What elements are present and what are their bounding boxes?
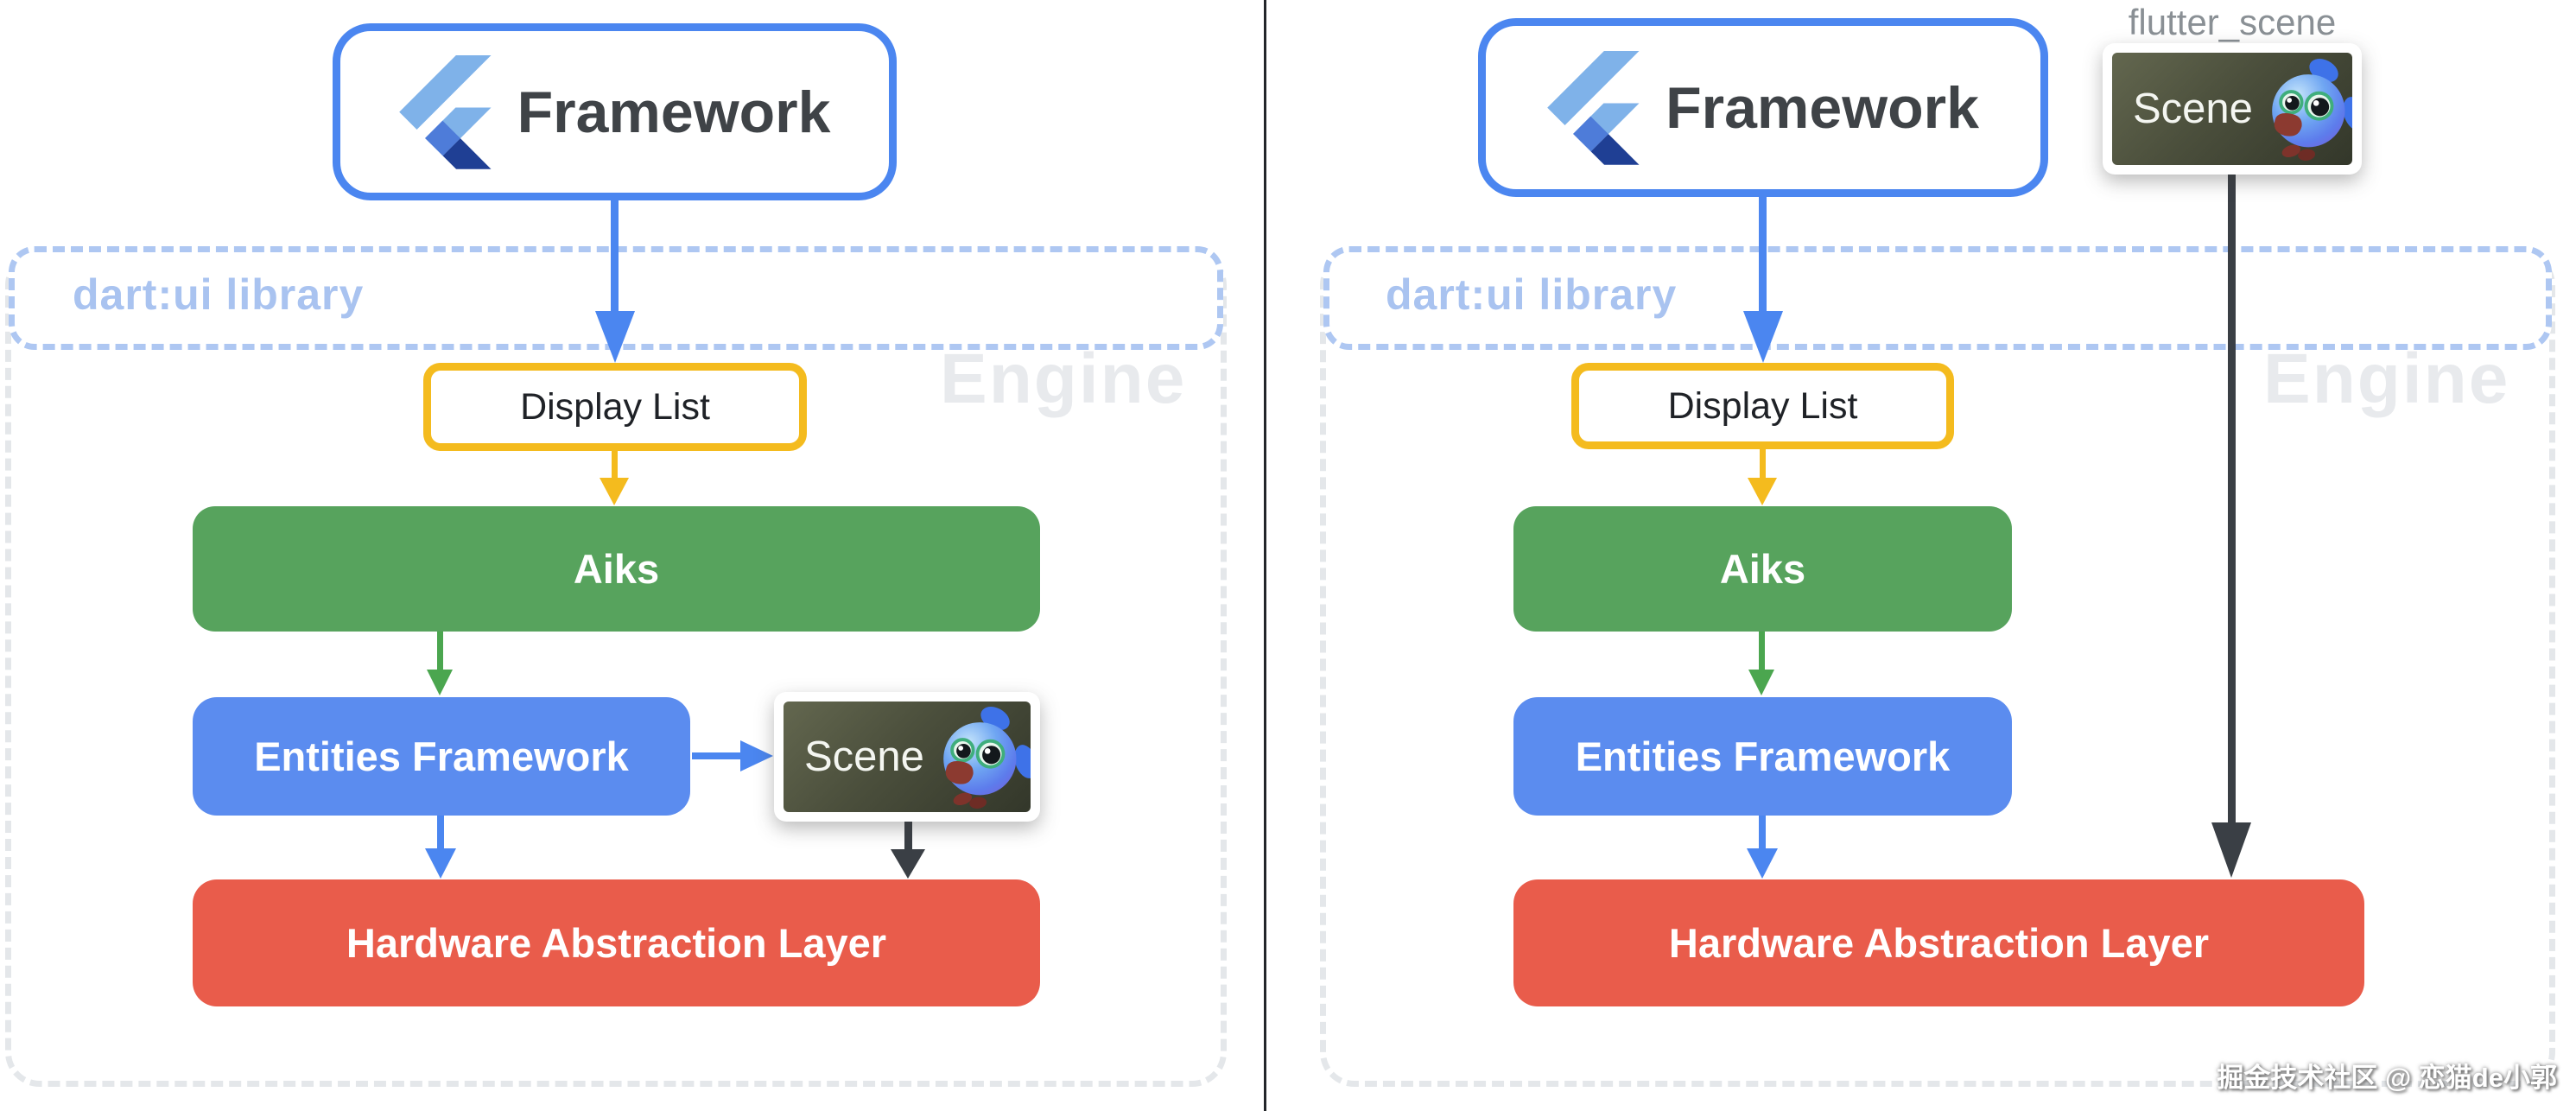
panel-divider xyxy=(1264,0,1266,1111)
flutter-logo-icon xyxy=(1547,50,1640,165)
arrowhead-displaylist-to-aiks-right xyxy=(1748,478,1777,505)
arrow-displaylist-to-aiks xyxy=(612,450,618,479)
arrow-aiks-to-entities-right xyxy=(1759,632,1765,671)
arrowhead-scene-to-hal xyxy=(891,849,925,879)
scene-node: Scene xyxy=(774,692,1040,822)
hardware-abstraction-layer-label-right: Hardware Abstraction Layer xyxy=(1668,920,2210,966)
entities-framework-label-right: Entities Framework xyxy=(1575,733,1951,779)
scene-label: Scene xyxy=(804,733,924,780)
arrowhead-displaylist-to-aiks xyxy=(600,478,629,505)
hardware-abstraction-layer-node-right: Hardware Abstraction Layer xyxy=(1513,879,2364,1006)
dash-fish-icon xyxy=(943,707,1031,809)
engine-group-label-right: Engine xyxy=(2263,340,2510,418)
arrow-framework-to-displaylist-right xyxy=(1759,195,1767,313)
entities-framework-node-right: Entities Framework xyxy=(1513,697,2012,816)
arrowhead-aiks-to-entities-right xyxy=(1748,670,1774,695)
framework-label: Framework xyxy=(517,79,831,145)
framework-node-right: Framework xyxy=(1478,18,2048,197)
arrow-entities-to-scene xyxy=(692,752,742,759)
dartui-group-label-right: dart:ui library xyxy=(1386,270,1678,319)
arrow-scene-to-hal xyxy=(904,821,912,851)
arrowhead-entities-to-hal xyxy=(425,848,456,879)
entities-framework-node: Entities Framework xyxy=(193,697,690,816)
arrow-entities-to-hal-right xyxy=(1759,816,1766,850)
dartui-group-box-right xyxy=(1323,246,2552,350)
dash-fish-icon xyxy=(2272,59,2352,161)
display-list-label: Display List xyxy=(520,385,710,428)
arrowhead-entities-to-hal-right xyxy=(1747,848,1778,879)
aiks-node-right: Aiks xyxy=(1513,506,2012,632)
arrow-flutterscene-to-hal xyxy=(2228,173,2236,824)
hardware-abstraction-layer-label: Hardware Abstraction Layer xyxy=(346,920,887,966)
flutter-scene-node: Scene xyxy=(2103,43,2362,175)
flutter-scene-package-label: flutter_scene xyxy=(2128,2,2337,42)
arrow-entities-to-hal xyxy=(437,816,444,850)
watermark: 掘金技术社区 @ 恋猫de小郭 xyxy=(2217,1063,2557,1093)
display-list-node-right: Display List xyxy=(1571,363,1954,449)
dartui-group-label: dart:ui library xyxy=(73,270,365,319)
arrow-displaylist-to-aiks-right xyxy=(1760,448,1766,479)
flutter-scene-label: Scene xyxy=(2133,86,2253,132)
arrowhead-entities-to-scene xyxy=(740,740,773,771)
arrowhead-flutterscene-to-hal xyxy=(2211,822,2251,878)
arrowhead-framework-to-displaylist-right xyxy=(1743,311,1783,363)
aiks-node: Aiks xyxy=(193,506,1040,632)
aiks-label: Aiks xyxy=(573,546,660,592)
framework-node: Framework xyxy=(333,23,897,200)
entities-framework-label: Entities Framework xyxy=(254,733,629,779)
aiks-label-right: Aiks xyxy=(1719,546,1806,592)
arrow-aiks-to-entities xyxy=(437,632,443,671)
hardware-abstraction-layer-node: Hardware Abstraction Layer xyxy=(193,879,1040,1006)
arrowhead-framework-to-displaylist xyxy=(595,311,635,363)
scene-preview-image: Scene xyxy=(784,702,1031,812)
arrowhead-aiks-to-entities xyxy=(427,670,453,695)
flutter-logo-icon xyxy=(398,54,492,169)
display-list-node: Display List xyxy=(423,363,807,451)
display-list-label-right: Display List xyxy=(1667,384,1858,427)
framework-label-right: Framework xyxy=(1666,74,1979,141)
arrow-framework-to-displaylist xyxy=(611,199,619,313)
engine-group-label: Engine xyxy=(940,340,1187,418)
flutter-scene-preview-image: Scene xyxy=(2112,53,2352,165)
